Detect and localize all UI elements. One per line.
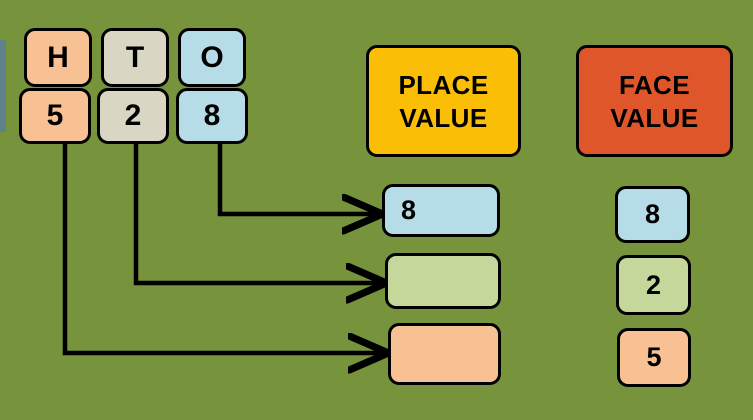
place-value-box-ones: 8 (382, 184, 500, 237)
place-value-box-tens (385, 253, 501, 309)
face-value-banner-line1: FACE (619, 69, 690, 100)
digit-cell-tens: 2 (97, 88, 169, 144)
place-header-ones-label: O (200, 40, 224, 74)
face-value-banner: FACE VALUE (576, 45, 733, 157)
face-value-box-tens-label: 2 (645, 269, 662, 300)
face-value-box-tens: 2 (616, 255, 691, 315)
place-header-ones: O (178, 28, 246, 87)
face-value-box-ones-label: 8 (644, 199, 661, 229)
digit-cell-hundreds-label: 5 (46, 99, 64, 132)
digit-cell-tens-label: 2 (124, 99, 142, 132)
digit-cell-ones: 8 (176, 88, 248, 144)
digit-cell-ones-label: 8 (203, 99, 221, 132)
face-value-banner-line2: VALUE (610, 102, 699, 133)
digit-cell-hundreds: 5 (19, 88, 91, 144)
connector-tens (133, 137, 382, 283)
place-value-box-hundreds (388, 323, 501, 385)
place-value-box-ones-label: 8 (401, 195, 417, 225)
place-value-banner: PLACE VALUE (366, 45, 521, 157)
face-value-box-hundreds: 5 (617, 328, 691, 387)
face-value-box-hundreds-label: 5 (646, 342, 662, 372)
left-edge-strip (0, 40, 6, 132)
place-value-banner-line2: VALUE (399, 102, 488, 133)
place-header-hundreds: H (24, 28, 92, 87)
place-header-tens-label: T (125, 40, 145, 74)
connector-hundreds (62, 137, 384, 353)
place-value-banner-line1: PLACE (398, 69, 489, 100)
place-header-hundreds-label: H (47, 40, 69, 74)
connector-ones (217, 137, 378, 214)
place-header-tens: T (101, 28, 169, 87)
face-value-box-ones: 8 (615, 186, 690, 243)
